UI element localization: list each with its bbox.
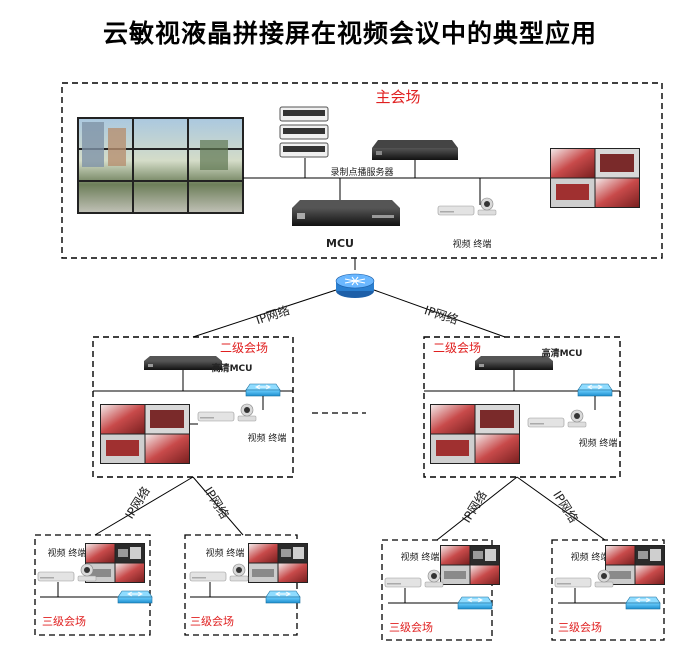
third-wall-2 [248, 543, 308, 583]
third-site-label-3: 三级会场 [389, 620, 433, 634]
second-switch-right [577, 383, 613, 397]
third-terminal-label-1: 视频 终端 [48, 547, 87, 559]
third-switch-1 [117, 590, 153, 604]
second-mcu-left [144, 356, 222, 370]
diagram-title: 云敏视液晶拼接屏在视频会议中的典型应用 [102, 19, 597, 48]
main-site-frame [61, 82, 663, 259]
second-terminal-right [527, 409, 587, 428]
main-video-terminal [437, 197, 497, 216]
third-terminal-label-4: 视频 终端 [571, 551, 610, 563]
third-switch-4 [625, 596, 661, 610]
ip-label-left: IP网络 [254, 302, 292, 327]
recorder-stack [279, 106, 329, 158]
third-site-label-4: 三级会场 [558, 620, 602, 634]
ip-label-l2: IP网络 [201, 484, 232, 521]
second-site-label-right: 二级会场 [433, 341, 481, 355]
second-site-label-left: 二级会场 [220, 341, 268, 355]
third-terminal-label-3: 视频 终端 [401, 551, 440, 563]
main-site-label: 主会场 [375, 88, 420, 106]
ip-label-l1: IP网络 [122, 484, 153, 521]
third-site-frame-4 [551, 539, 665, 641]
ip-label-right: IP网络 [423, 302, 461, 327]
second-switch-left [245, 383, 281, 397]
recording-server [372, 140, 458, 160]
third-site-frame-1 [34, 534, 151, 636]
second-terminal-left [197, 403, 257, 422]
third-terminal-1 [37, 563, 97, 582]
third-site-label-1: 三级会场 [42, 614, 86, 628]
third-site-label-2: 三级会场 [190, 614, 234, 628]
server-label: 录制点播服务器 [330, 166, 393, 178]
third-terminal-4 [554, 569, 614, 588]
lcd-splicing-wall [77, 117, 244, 214]
second-terminal-label-right: 视频 终端 [579, 437, 618, 449]
third-terminal-3 [384, 569, 444, 588]
third-switch-2 [265, 590, 301, 604]
third-switch-3 [457, 596, 493, 610]
main-mcu-device [292, 200, 400, 226]
second-mcu-label-left: 高清MCU [212, 362, 253, 374]
second-wall-left [100, 404, 190, 464]
third-terminal-2 [189, 563, 249, 582]
second-wall-right [430, 404, 520, 464]
ip-label-r2: IP网络 [550, 488, 581, 525]
main-conference-wall [550, 148, 640, 208]
third-site-frame-3 [381, 539, 493, 641]
main-mcu-label: MCU [326, 237, 354, 250]
third-wall-3 [440, 545, 500, 585]
third-site-frame-2 [184, 534, 298, 636]
third-wall-4 [605, 545, 665, 585]
third-terminal-label-2: 视频 终端 [206, 547, 245, 559]
ip-label-r1: IP网络 [459, 488, 490, 525]
second-mcu-label-right: 高清MCU [542, 347, 583, 359]
second-site-frame-right [423, 336, 621, 478]
main-terminal-label: 视频 终端 [453, 238, 492, 250]
second-terminal-label-left: 视频 终端 [248, 432, 287, 444]
router-icon [335, 273, 375, 298]
